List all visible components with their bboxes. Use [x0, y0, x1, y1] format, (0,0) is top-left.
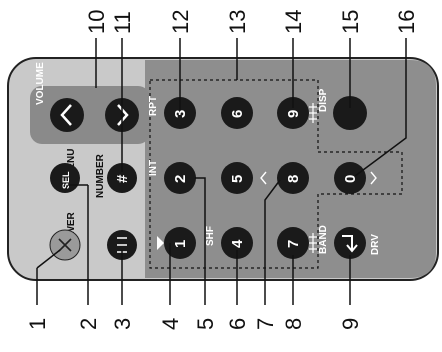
key-5-button[interactable]: 5 — [221, 162, 253, 194]
callout-16: 16 — [394, 10, 419, 34]
callout-14: 14 — [281, 10, 306, 34]
callout-8: 8 — [281, 318, 306, 330]
callout-9: 9 — [338, 318, 363, 330]
callout-13: 13 — [225, 10, 250, 34]
hash-button-label: # — [114, 174, 131, 183]
number-label: NUMBER — [95, 153, 106, 198]
drv-label: DRV — [370, 234, 381, 255]
key-4-label: 4 — [229, 239, 246, 248]
shf-label: SHF — [205, 226, 216, 246]
volume-label: VOLUME — [35, 62, 46, 105]
callout-6: 6 — [225, 318, 250, 330]
disp-label: DISP — [318, 88, 329, 112]
key-1-label: 1 — [172, 240, 189, 248]
power-button[interactable] — [50, 230, 80, 260]
key-1-button[interactable]: 1 — [164, 227, 196, 259]
key-8-label: 8 — [285, 175, 302, 183]
callout-15: 15 — [338, 10, 363, 34]
volume-up-button[interactable] — [50, 98, 84, 132]
callout-1: 1 — [25, 318, 50, 330]
callout-2: 2 — [76, 318, 101, 330]
key-6-label: 6 — [229, 110, 246, 118]
band-label: BAND — [318, 225, 329, 254]
key-7-button[interactable]: 7 — [277, 227, 309, 259]
callout-3: 3 — [110, 318, 135, 330]
key-6-button[interactable]: 6 — [221, 97, 253, 129]
sel-button[interactable]: SEL — [50, 163, 80, 193]
key-0-label: 0 — [342, 175, 359, 183]
rpt-label: RPT — [148, 96, 159, 116]
key-2-label: 2 — [172, 175, 189, 183]
callout-7: 7 — [253, 318, 278, 330]
callout-12: 12 — [168, 10, 193, 34]
band-button[interactable] — [334, 227, 366, 259]
key-3-label: 3 — [172, 110, 189, 118]
sel-button-label: SEL — [61, 171, 71, 189]
key-8-button[interactable]: 8 — [277, 162, 309, 194]
callout-10: 10 — [84, 10, 109, 34]
callout-11: 11 — [110, 11, 135, 34]
key-0-button[interactable]: 0 — [334, 162, 366, 194]
callout-4: 4 — [158, 318, 183, 330]
callout-5: 5 — [193, 318, 218, 330]
key-2-button[interactable]: 2 — [164, 162, 196, 194]
key-7-label: 7 — [285, 240, 302, 248]
key-9-label: 9 — [285, 110, 302, 118]
key-5-label: 5 — [229, 175, 246, 183]
int-label: INT — [148, 160, 159, 176]
